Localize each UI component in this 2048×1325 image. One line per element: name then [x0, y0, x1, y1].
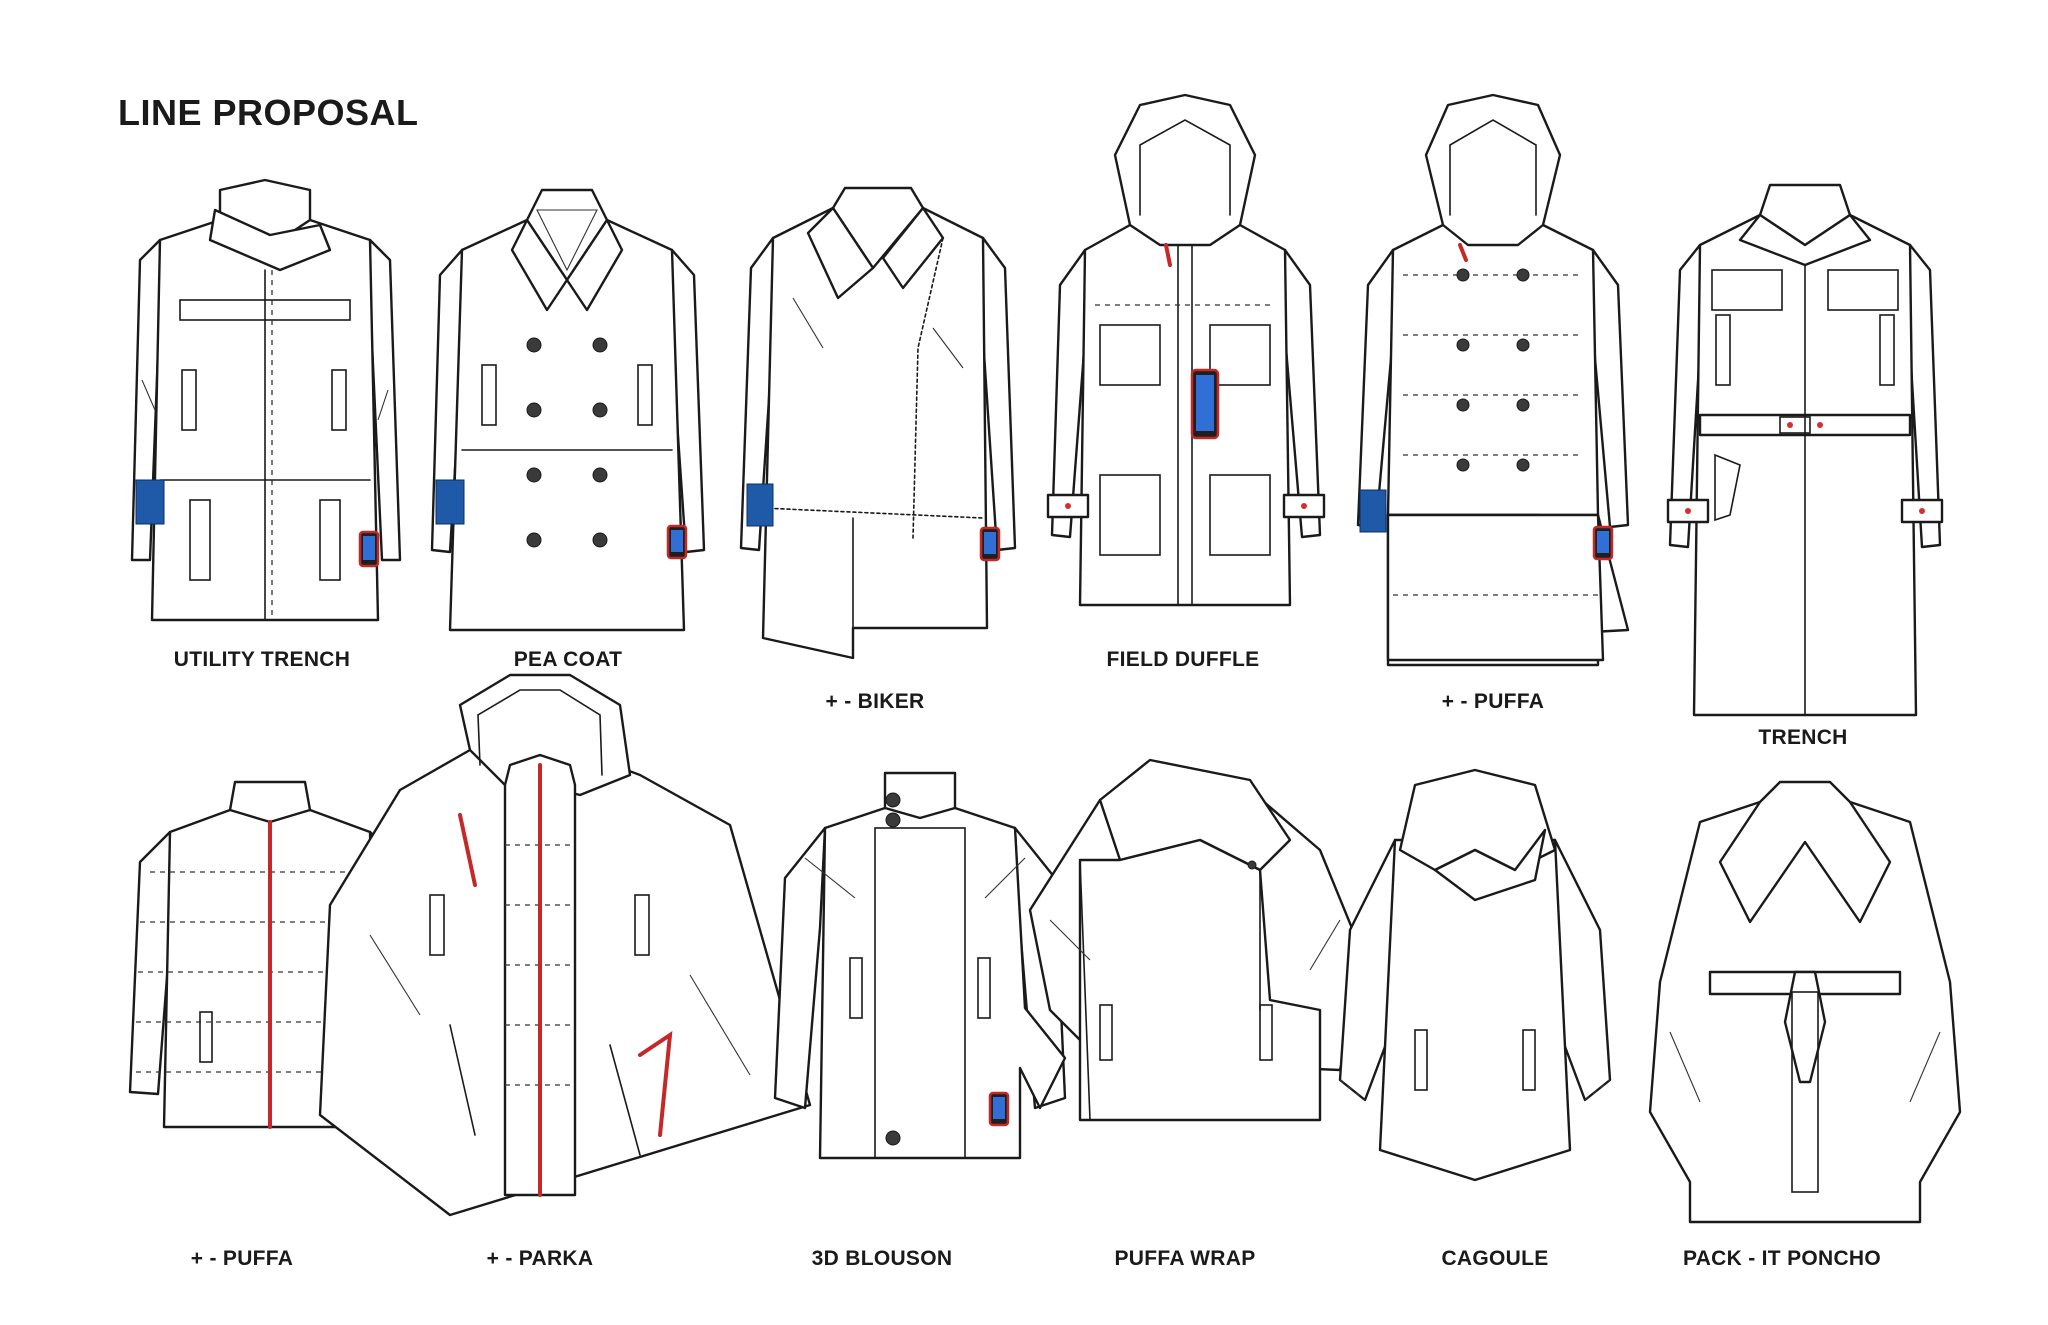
label-biker: + - BIKER — [825, 690, 925, 713]
label-field-duffle: FIELD DUFFLE — [1106, 648, 1260, 671]
garment-puffa-wrap[interactable] — [1020, 758, 1380, 1140]
button-icon — [526, 337, 542, 353]
label-utility-trench: UTILITY TRENCH — [173, 648, 351, 671]
label-parka: + - PARKA — [486, 1247, 594, 1270]
label-puffa-wrap: PUFFA WRAP — [1114, 1247, 1256, 1270]
garment-puffa-top[interactable] — [1348, 93, 1638, 667]
garment-field-duffle[interactable] — [1040, 93, 1330, 615]
label-blouson: 3D BLOUSON — [811, 1247, 953, 1270]
garment-utility-trench[interactable] — [120, 178, 410, 630]
label-poncho: PACK - IT PONCHO — [1682, 1247, 1882, 1270]
garment-parka[interactable] — [310, 673, 812, 1217]
label-puffa-bottom: + - PUFFA — [190, 1247, 294, 1270]
card-icon — [135, 479, 165, 525]
page-title: LINE PROPOSAL — [118, 92, 419, 133]
label-trench: TRENCH — [1758, 726, 1848, 749]
label-puffa-top: + - PUFFA — [1441, 690, 1545, 713]
garment-trench[interactable] — [1660, 183, 1950, 717]
label-pea-coat: PEA COAT — [513, 648, 623, 671]
garment-pea-coat[interactable] — [422, 188, 712, 632]
garment-poncho[interactable] — [1640, 780, 1970, 1224]
garment-cagoule[interactable] — [1325, 768, 1625, 1182]
label-cagoule: CAGOULE — [1441, 1247, 1549, 1270]
garment-biker[interactable] — [733, 186, 1023, 668]
